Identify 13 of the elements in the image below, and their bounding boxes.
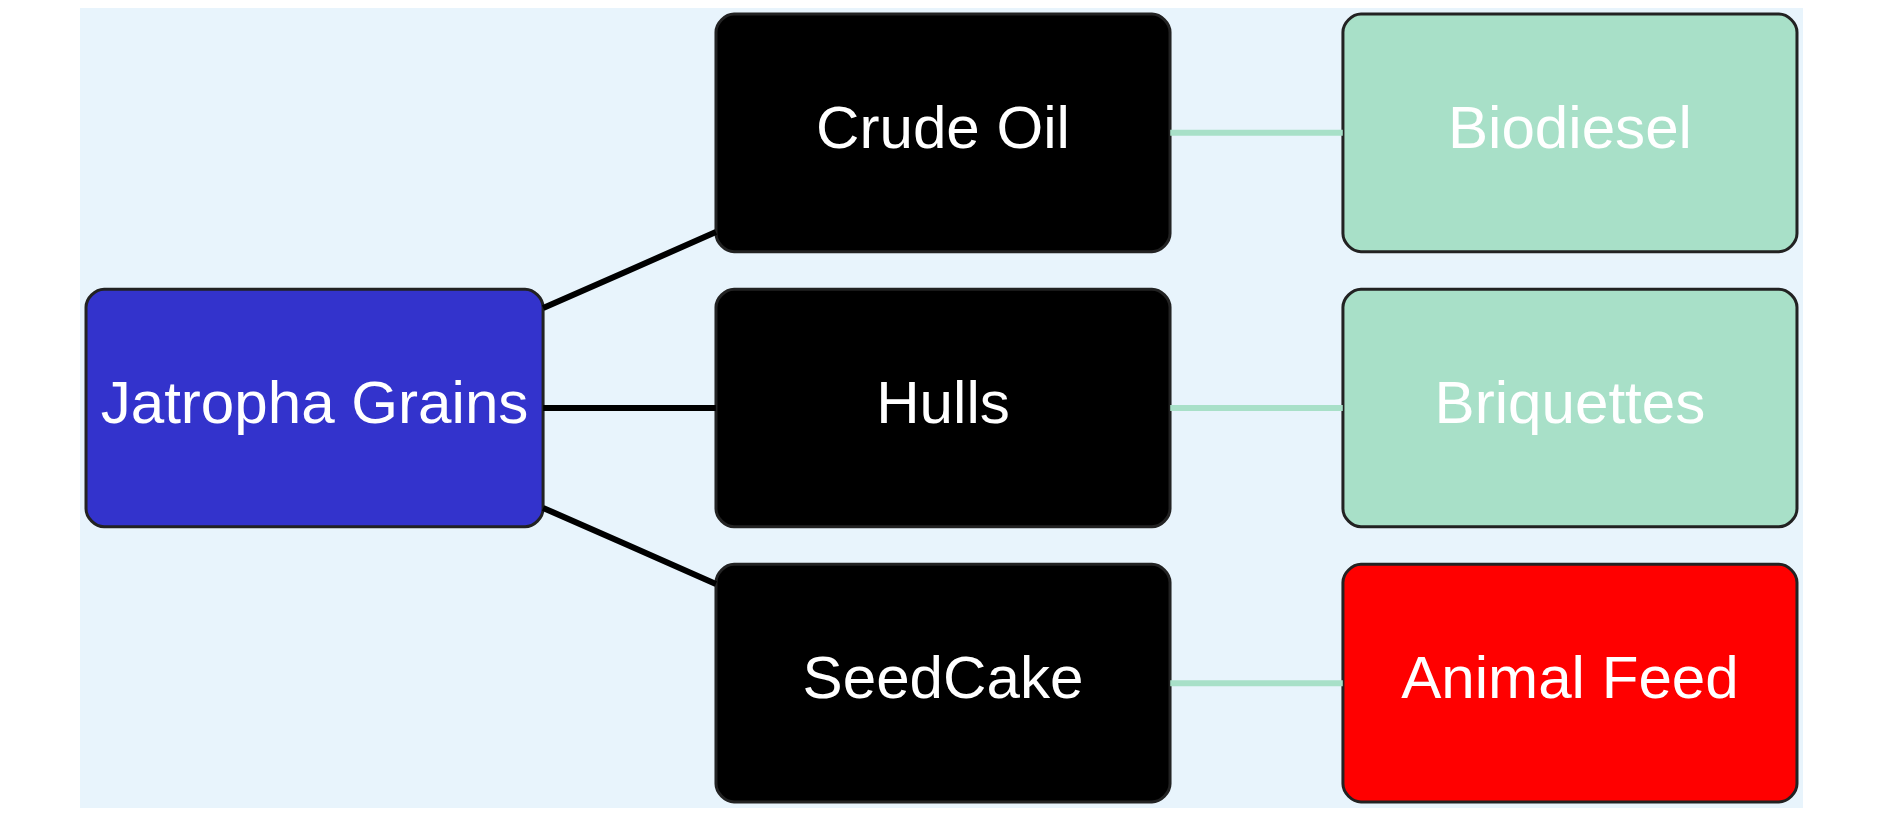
node-box: Briquettes — [1340, 287, 1798, 529]
node-box: Hulls — [713, 287, 1172, 529]
node-box: SeedCake — [713, 562, 1172, 804]
node-box: Biodiesel — [1340, 12, 1798, 254]
node-box: Animal Feed — [1340, 562, 1798, 804]
connector — [1169, 680, 1343, 687]
connector — [542, 405, 716, 411]
connector — [1169, 129, 1343, 136]
connector — [1169, 405, 1343, 411]
connector — [541, 505, 717, 587]
node-box: Jatropha Grains — [84, 287, 545, 529]
connector — [541, 229, 717, 311]
node-box: Crude Oil — [713, 12, 1172, 254]
